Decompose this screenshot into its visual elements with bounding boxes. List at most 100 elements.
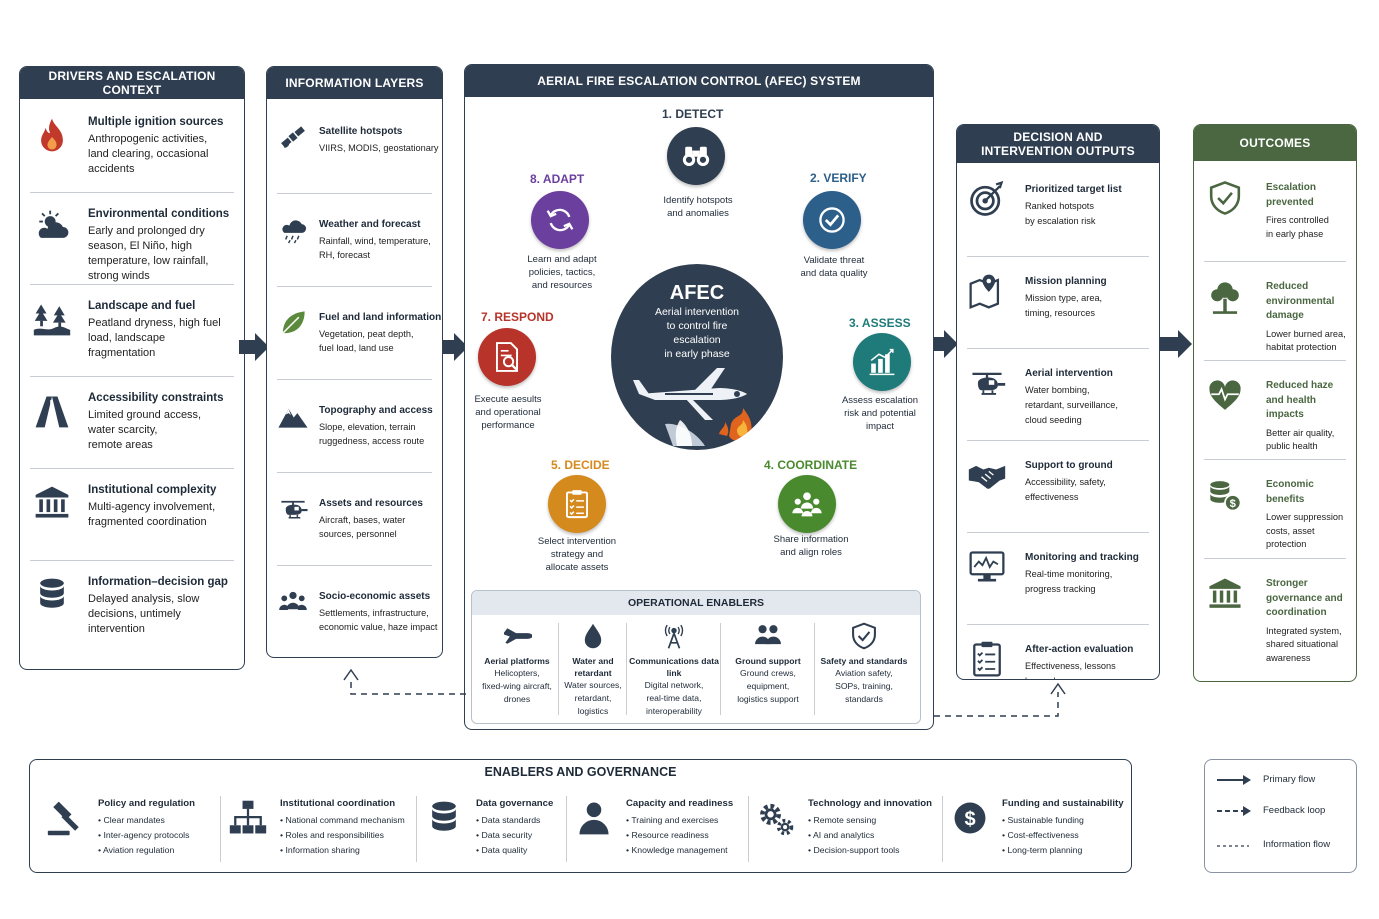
- enabler-divider: [558, 623, 559, 715]
- drivers-item-desc: accidents: [88, 163, 135, 175]
- cycle-step-caption: Identify hotspots: [663, 195, 733, 206]
- enabler-desc: drones: [503, 694, 531, 704]
- governance-divider: [942, 796, 943, 862]
- drivers-item-desc: remote areas: [88, 439, 153, 451]
- enabler-desc: standards: [845, 694, 883, 704]
- water-drop-icon: [578, 621, 608, 651]
- leaf-icon: [277, 307, 309, 339]
- drivers-item-desc: Limited ground access,: [88, 409, 202, 421]
- governance-bullet: AI and analytics: [808, 828, 932, 843]
- governance-bullet: Aviation regulation: [98, 843, 195, 858]
- afec-center-desc: escalation: [673, 334, 721, 346]
- binoculars-icon: [667, 127, 725, 185]
- outputs-item-desc: by escalation risk: [1025, 216, 1096, 226]
- layers-item-desc: VIIRS, MODIS, geostationary: [319, 143, 439, 153]
- coins-icon: $: [1206, 476, 1244, 514]
- enabler-desc: Aviation safety,: [835, 668, 893, 678]
- layers-item-desc: Vegetation, peat depth,: [319, 329, 414, 339]
- helicopter-icon: [967, 363, 1007, 403]
- outputs-item-title: After-action evaluation: [1025, 644, 1134, 655]
- fire-icon: [32, 115, 72, 155]
- drivers-item-title: Environmental conditions: [88, 208, 230, 220]
- clipboard-icon: [548, 475, 606, 533]
- drivers-item-desc: season, El Niño, high: [88, 240, 192, 252]
- governance-bullet: Sustainable funding: [1002, 813, 1124, 828]
- layers-item-desc: Aircraft, bases, water: [319, 515, 406, 525]
- outcomes-item-desc: Lower suppression: [1266, 512, 1344, 522]
- outcomes-item-desc: costs, asset: [1266, 525, 1315, 536]
- cycle-step-caption: allocate assets: [545, 562, 609, 573]
- enabler-desc: Helicopters,: [494, 668, 540, 678]
- outcomes-item-desc: in early phase: [1266, 228, 1324, 239]
- legend-feedback: Feedback loop: [1263, 805, 1326, 816]
- legend-panel: Primary flow Feedback loop Information f…: [1204, 759, 1357, 873]
- governance-bullets: Remote sensingAI and analyticsDecision-s…: [808, 813, 932, 858]
- governance-item: Funding and sustainabilitySustainable fu…: [1002, 798, 1124, 858]
- map-pin-icon: [967, 271, 1007, 311]
- outputs-item-title: Support to ground: [1025, 460, 1113, 471]
- drivers-item-desc: fragmentation: [88, 347, 156, 359]
- afec-center-desc: in early phase: [664, 348, 730, 360]
- cycle-step-label: 8. ADAPT: [530, 172, 585, 186]
- drivers-item-title: Information–decision gap: [88, 576, 228, 588]
- governance-bullet: Information sharing: [280, 843, 405, 858]
- outputs-item-desc: timing, resources: [1025, 308, 1095, 318]
- outcomes-item-title: benefits: [1266, 493, 1305, 505]
- layers-item-desc: economic value, haze impact: [319, 622, 438, 632]
- monitor-icon: [967, 547, 1007, 587]
- governance-bullet: Data quality: [476, 843, 553, 858]
- governance-bullet: Resource readiness: [626, 828, 733, 843]
- cycle-step-caption: Execute aesults: [474, 394, 542, 405]
- outcomes-item-title: Reduced haze: [1266, 380, 1334, 391]
- layers-item-desc: Rainfall, wind, temperature,: [319, 236, 431, 246]
- outputs-item-desc: Ranked hotspots: [1025, 201, 1094, 211]
- enabler-desc: Digital network,: [644, 680, 704, 690]
- layers-item-title: Topography and access: [319, 405, 433, 416]
- enabler-divider: [814, 623, 815, 715]
- enabler-divider: [720, 623, 721, 715]
- outcomes-item-desc: shared situational: [1266, 639, 1339, 649]
- governance-bullet: Data standards: [476, 813, 553, 828]
- outputs-item-desc: effectiveness: [1025, 492, 1079, 502]
- governance-bullet: Training and exercises: [626, 813, 733, 828]
- outcomes-item-desc: Better air quality,: [1266, 427, 1335, 438]
- outcomes-item-desc: Lower burned area,: [1266, 328, 1346, 339]
- enabler-title: Communications data link: [629, 656, 719, 678]
- outputs-title: DECISION AND INTERVENTION OUTPUTS: [957, 125, 1159, 163]
- governance-bullet: Decision-support tools: [808, 843, 932, 858]
- person-icon: [574, 798, 614, 838]
- firefighting-aircraft-illustration: [625, 364, 775, 448]
- cycle-step-caption: Learn and adapt: [527, 254, 597, 265]
- governance-item-title: Technology and innovation: [808, 798, 933, 809]
- cycle-step-caption: Select intervention: [537, 536, 617, 547]
- outputs-item-title: Aerial intervention: [1025, 368, 1113, 379]
- governance-bullets: Training and exercisesResource readiness…: [626, 813, 733, 858]
- cycle-step-caption: strategy and: [550, 549, 604, 560]
- layers-item-title: Weather and forecast: [319, 219, 421, 230]
- svg-text:$: $: [964, 808, 975, 830]
- gavel-icon: [46, 798, 86, 838]
- operational-enablers-title: OPERATIONAL ENABLERS: [472, 591, 920, 615]
- outputs-item-desc: Real-time monitoring,: [1025, 569, 1113, 579]
- shield-check-icon: [1206, 179, 1244, 217]
- governance-item-title: Funding and sustainability: [1002, 798, 1124, 809]
- governance-divider: [748, 796, 749, 862]
- governance-item: Policy and regulationClear mandatesInter…: [98, 798, 195, 858]
- cycle-step-label: 2. VERIFY: [810, 171, 867, 185]
- outputs-item-desc: Mission type, area,: [1025, 293, 1103, 303]
- governance-bullet: Cost-effectiveness: [1002, 828, 1124, 843]
- bar-chart-icon: [853, 333, 911, 391]
- enabler-desc: Water sources,: [564, 680, 622, 690]
- enabler-desc: logistics support: [737, 694, 799, 704]
